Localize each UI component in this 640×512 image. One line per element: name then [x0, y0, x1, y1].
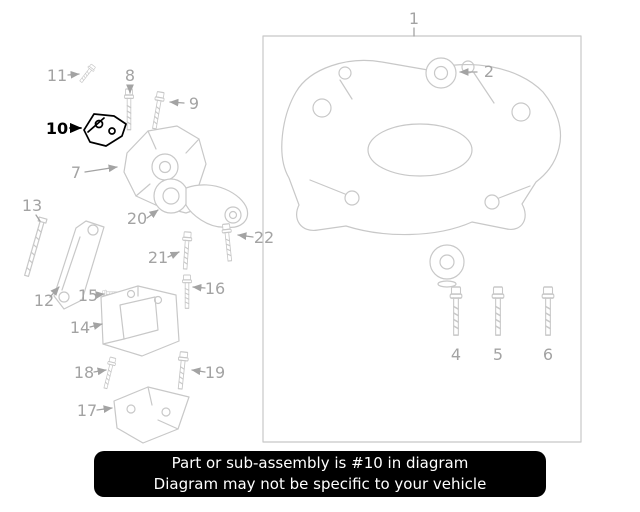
leader-line — [35, 214, 41, 222]
engine-mount-group — [24, 63, 207, 277]
part-number-label: 4 — [451, 345, 461, 364]
leader-line — [89, 322, 103, 330]
part-callout-8: 8 — [125, 66, 135, 94]
stud-13 — [24, 216, 48, 277]
part-callout-6: 6 — [543, 345, 553, 364]
part-number-label: 16 — [205, 279, 225, 298]
caption-line-1: Part or sub-assembly is #10 in diagram — [171, 454, 469, 472]
part-number-label: 12 — [34, 291, 54, 310]
bolt-5 — [491, 286, 505, 336]
part-callout-22: 22 — [237, 228, 274, 247]
part-callout-16: 16 — [192, 279, 225, 298]
part-number-label: 20 — [127, 209, 147, 228]
bolt-9 — [149, 90, 166, 130]
part-number-label: 11 — [47, 66, 67, 85]
part-callout-7: 7 — [71, 163, 118, 182]
subframe-crossmember — [281, 59, 562, 236]
part-number-label: 17 — [77, 401, 97, 420]
leader-line — [146, 209, 159, 219]
leader-line — [95, 291, 105, 299]
highlighted-part-10 — [83, 113, 127, 147]
part-callout-12: 12 — [34, 286, 60, 310]
bolt-22 — [220, 222, 235, 262]
part-number-label: 2 — [484, 62, 494, 81]
bolt-11 — [77, 63, 97, 85]
leader-line — [169, 98, 185, 107]
bolt-16 — [181, 274, 193, 309]
caption-line-2: Diagram may not be specific to your vehi… — [153, 475, 487, 493]
assembly-box — [262, 35, 582, 443]
torque-arm-group — [153, 178, 249, 270]
part-number-label: 21 — [148, 248, 168, 267]
bushing-upper — [425, 57, 457, 89]
part-number-label: 6 — [543, 345, 553, 364]
bracket-17 — [113, 386, 190, 444]
part-callout-10: 10 — [46, 119, 82, 138]
leader-line — [237, 232, 254, 240]
part-number-label: 19 — [205, 363, 225, 382]
part-callout-18: 18 — [74, 363, 107, 382]
part-number-label: 7 — [71, 163, 81, 182]
leader-line — [167, 251, 180, 260]
bracket-12 — [53, 220, 105, 310]
transmission-mount-14 — [100, 285, 180, 357]
leader-line — [49, 286, 60, 298]
part-callout-14: 14 — [70, 318, 103, 337]
leader-line — [84, 164, 118, 173]
bushing-lower — [429, 244, 465, 288]
bolt-4 — [449, 286, 463, 336]
part-callout-15: 15 — [78, 286, 105, 305]
part-number-label: 13 — [22, 196, 42, 215]
part-number-label: 22 — [254, 228, 274, 247]
transmission-mount-group — [100, 274, 193, 444]
leader-line — [67, 70, 80, 79]
part-callout-2: 2 — [459, 62, 494, 81]
part-callout-11: 11 — [47, 66, 80, 85]
leader-line — [191, 367, 206, 376]
bolt-18 — [101, 356, 118, 390]
leader-line — [96, 405, 113, 413]
part-callout-4: 4 — [451, 345, 461, 364]
leader-line — [192, 283, 206, 292]
caption-banner: Part or sub-assembly is #10 in diagram D… — [94, 451, 546, 497]
part-number-label: 5 — [493, 345, 503, 364]
torque-arm-20 — [153, 178, 249, 228]
part-callout-17: 17 — [77, 401, 113, 420]
bolt-21 — [179, 231, 193, 270]
part-number-label: 10 — [46, 119, 68, 138]
part-number-label: 9 — [189, 94, 199, 113]
part-number-label: 15 — [78, 286, 98, 305]
part-number-label: 8 — [125, 66, 135, 85]
part-callout-13: 13 — [22, 196, 42, 222]
part-number-label: 1 — [409, 9, 419, 28]
bolt-6 — [541, 286, 555, 336]
part-callout-21: 21 — [148, 248, 180, 267]
part-callout-9: 9 — [169, 94, 199, 113]
part-callout-1: 1 — [409, 9, 419, 37]
subframe-assembly-group — [262, 35, 582, 443]
part-callout-20: 20 — [127, 209, 159, 228]
bolt-19 — [174, 350, 190, 390]
part-callout-19: 19 — [191, 363, 225, 382]
part-number-label: 14 — [70, 318, 90, 337]
part-number-label: 18 — [74, 363, 94, 382]
part-callout-5: 5 — [493, 345, 503, 364]
leader-line — [93, 367, 107, 376]
